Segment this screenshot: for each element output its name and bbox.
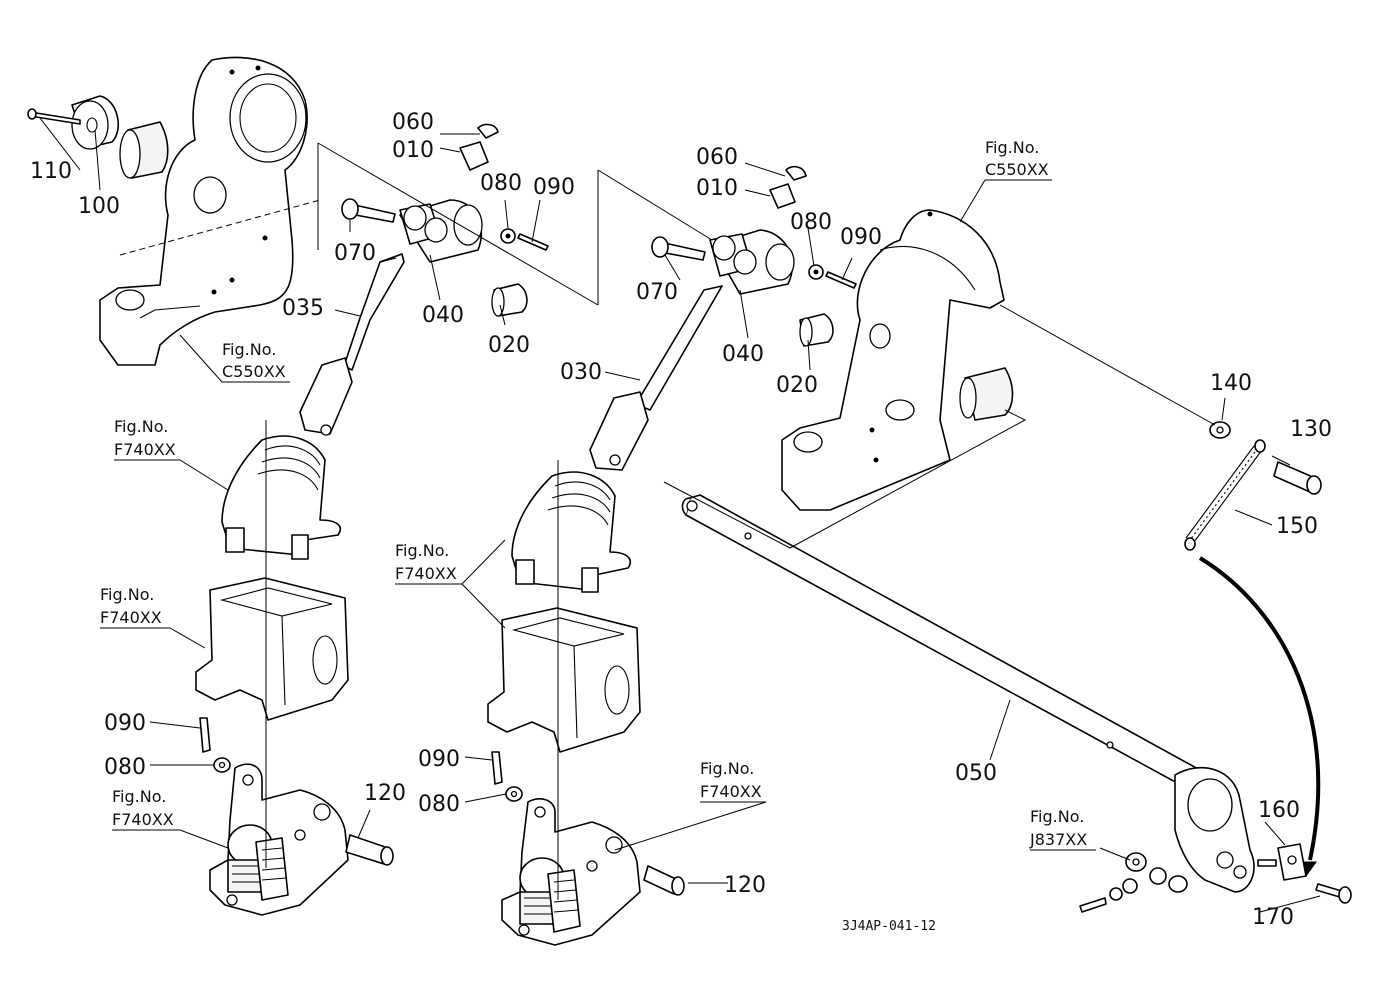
bushing-left bbox=[119, 121, 169, 179]
washer-080-left bbox=[213, 757, 231, 773]
figref-label: Fig.No. bbox=[395, 541, 449, 560]
pin-110 bbox=[27, 108, 81, 125]
figref-f740-center: F740XX bbox=[395, 564, 457, 583]
callout-120: 120 bbox=[364, 781, 406, 806]
figref-c550-left: C550XX bbox=[222, 362, 286, 381]
callout-080: 080 bbox=[104, 755, 146, 780]
figref-j837: J837XX bbox=[1029, 830, 1087, 849]
figref-label: Fig.No. bbox=[985, 138, 1039, 157]
joint-assembly-center bbox=[651, 165, 857, 347]
callout-170: 170 bbox=[1252, 905, 1294, 930]
figref-f740-base-center: F740XX bbox=[700, 782, 762, 801]
figref-label: Fig.No. bbox=[112, 787, 166, 806]
figref-f740-boot-left: F740XX bbox=[114, 440, 176, 459]
boot-center bbox=[511, 471, 632, 593]
housing-center bbox=[487, 607, 641, 753]
figref-f740-base-left: F740XX bbox=[112, 810, 174, 829]
spring-attach-arrow bbox=[1198, 556, 1321, 861]
leader-lines bbox=[39, 117, 1321, 913]
figref-f740-housing-left: F740XX bbox=[100, 608, 162, 627]
figref-lines bbox=[100, 179, 1096, 851]
joint-assembly-left bbox=[341, 123, 549, 317]
figure-references: Fig.No. C550XX Fig.No. C550XX Fig.No. F7… bbox=[100, 138, 1087, 849]
figref-label: Fig.No. bbox=[100, 585, 154, 604]
callout-010: 010 bbox=[696, 176, 738, 201]
callout-050: 050 bbox=[955, 761, 997, 786]
callout-040: 040 bbox=[722, 342, 764, 367]
callout-140: 140 bbox=[1210, 371, 1252, 396]
callout-100: 100 bbox=[78, 194, 120, 219]
pin-120-center bbox=[643, 865, 685, 896]
callout-160: 160 bbox=[1258, 798, 1300, 823]
rod-035 bbox=[299, 253, 405, 436]
callout-070: 070 bbox=[334, 241, 376, 266]
rod-030 bbox=[589, 285, 723, 471]
spring-150 bbox=[1184, 439, 1266, 551]
pin-090-left bbox=[199, 717, 211, 753]
washer-080-center bbox=[505, 786, 523, 802]
callout-labels: 110 100 060 010 080 090 070 040 020 035 … bbox=[30, 110, 1332, 930]
housing-left bbox=[195, 577, 349, 721]
callout-080: 080 bbox=[418, 792, 460, 817]
phantom-lines bbox=[317, 142, 1216, 549]
callout-090: 090 bbox=[418, 747, 460, 772]
callout-040: 040 bbox=[422, 303, 464, 328]
pin-090-center bbox=[491, 751, 503, 785]
figref-label: Fig.No. bbox=[114, 417, 168, 436]
boot-left bbox=[221, 435, 342, 560]
figref-label: Fig.No. bbox=[700, 759, 754, 778]
bracket-left bbox=[99, 56, 321, 366]
callout-090: 090 bbox=[533, 175, 575, 200]
callout-060: 060 bbox=[696, 145, 738, 170]
lever-base-center bbox=[501, 798, 641, 946]
callout-020: 020 bbox=[776, 373, 818, 398]
callout-060: 060 bbox=[392, 110, 434, 135]
fasteners-j837 bbox=[1079, 852, 1188, 913]
pin-120-left bbox=[345, 834, 394, 866]
callout-110: 110 bbox=[30, 159, 72, 184]
lever-base-left bbox=[209, 763, 349, 916]
callout-010: 010 bbox=[392, 138, 434, 163]
callout-090: 090 bbox=[104, 711, 146, 736]
callout-120: 120 bbox=[724, 873, 766, 898]
link-bar-050 bbox=[681, 494, 1255, 893]
figref-label: Fig.No. bbox=[1030, 807, 1084, 826]
figref-c550-right: C550XX bbox=[985, 160, 1049, 179]
callout-035: 035 bbox=[282, 296, 324, 321]
hardware-160-170 bbox=[1257, 843, 1352, 904]
roller-100 bbox=[71, 95, 120, 150]
drawing-code: 3J4AP-041-12 bbox=[842, 919, 936, 934]
callout-150: 150 bbox=[1276, 514, 1318, 539]
figref-label: Fig.No. bbox=[222, 340, 276, 359]
bolt-130 bbox=[1273, 461, 1322, 495]
callout-080: 080 bbox=[480, 171, 522, 196]
nut-140 bbox=[1209, 421, 1231, 439]
callout-080: 080 bbox=[790, 210, 832, 235]
callout-030: 030 bbox=[560, 360, 602, 385]
bracket-right bbox=[781, 209, 1014, 511]
callout-020: 020 bbox=[488, 333, 530, 358]
callout-130: 130 bbox=[1290, 417, 1332, 442]
callout-070: 070 bbox=[636, 280, 678, 305]
callout-090: 090 bbox=[840, 225, 882, 250]
